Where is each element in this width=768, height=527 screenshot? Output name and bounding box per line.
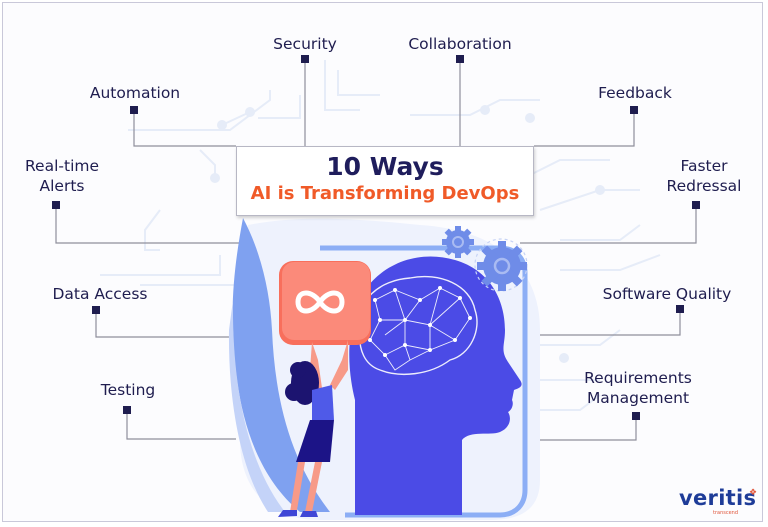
label-feedback: Feedback [598, 84, 672, 102]
label-real-time-alerts: Real-time Alerts [24, 157, 100, 195]
infinity-icon [295, 290, 345, 314]
connector-lines [55, 59, 697, 441]
veritis-logo: veritis transcend ❖ [679, 486, 758, 516]
marker-collaboration [456, 55, 464, 63]
circuit-pattern [100, 60, 661, 411]
marker-real-time-alerts [52, 201, 60, 209]
label-software-quality: Software Quality [602, 285, 732, 303]
marker-faster-redressal [692, 201, 700, 209]
marker-feedback [630, 106, 638, 114]
title-box: 10 Ways AI is Transforming DevOps [236, 146, 534, 216]
wing-shape [232, 218, 330, 512]
title-subtitle: AI is Transforming DevOps [250, 183, 520, 204]
marker-data-access [92, 306, 100, 314]
marker-security [301, 55, 309, 63]
marker-testing [123, 406, 131, 414]
gears-icon [442, 226, 528, 292]
label-testing: Testing [100, 381, 156, 399]
label-faster-redressal: Faster Redressal [666, 157, 742, 195]
marker-automation [130, 106, 138, 114]
wing-shape-light [228, 300, 285, 512]
marker-requirements-management [632, 412, 640, 420]
label-data-access: Data Access [52, 285, 148, 303]
label-collaboration: Collaboration [408, 35, 512, 53]
label-requirements-management: Requirements Management [584, 369, 692, 407]
label-security: Security [273, 35, 337, 53]
infinity-tile [279, 261, 371, 345]
brain-nodes [368, 286, 472, 357]
marker-software-quality [676, 305, 684, 313]
head-silhouette-icon [349, 256, 522, 515]
title-main: 10 Ways [326, 152, 444, 181]
logo-mark-icon: ❖ [749, 488, 758, 498]
label-automation: Automation [89, 84, 181, 102]
woman-figure-icon [278, 340, 348, 517]
